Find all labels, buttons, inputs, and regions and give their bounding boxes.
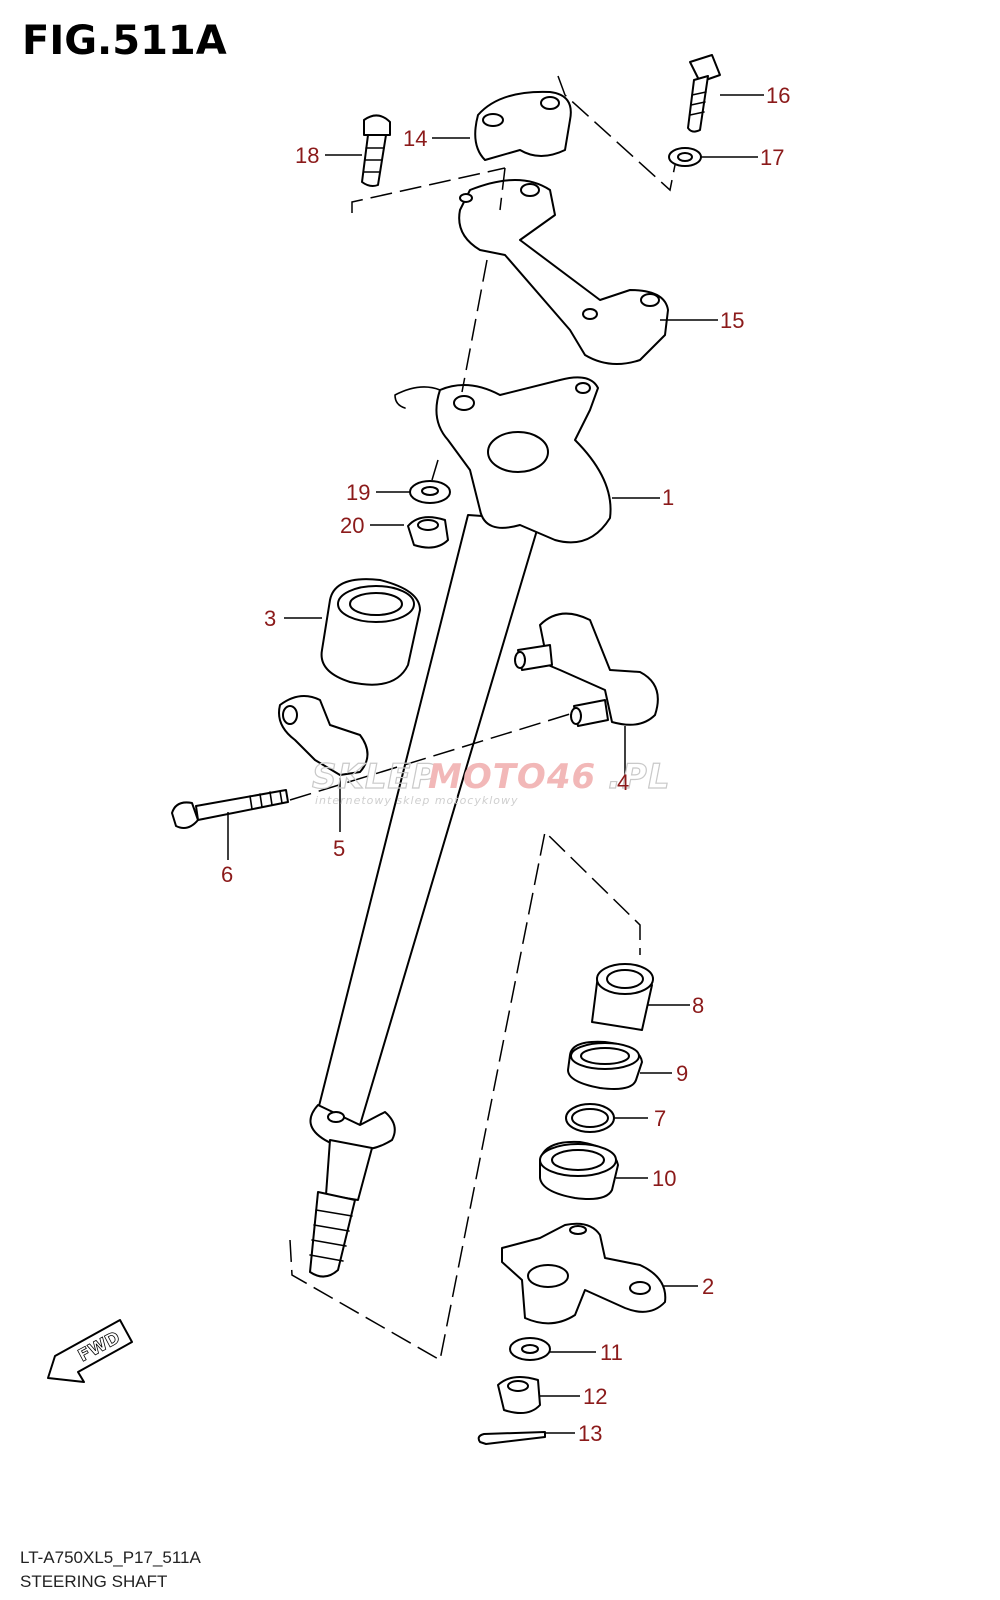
watermark-brand-gray: SKLEP [312,757,438,797]
callout-8: 8 [692,993,704,1018]
part-15-handlebar-holder [458,179,669,365]
figure-title: FIG.511A [22,18,227,64]
part-9-seal [567,1040,643,1090]
part-17-washer [668,147,702,167]
callout-14: 14 [403,126,427,151]
part-1-upper-bracket [394,376,612,544]
callout-12: 12 [583,1384,607,1409]
callout-19: 19 [346,480,370,505]
part-6-bolt [171,789,289,829]
assembly-lines [289,75,676,1362]
callout-1: 1 [662,485,674,510]
part-16-bolt [687,54,721,133]
callout-18: 18 [295,143,319,168]
part-11-washer [509,1337,551,1361]
part-12-nut [497,1375,541,1415]
part-2-lower-arm [501,1222,667,1325]
callout-9: 9 [676,1061,688,1086]
callout-20: 20 [340,513,364,538]
part-14-clamp-cap [474,90,572,161]
callout-11: 11 [600,1340,623,1365]
callout-16: 16 [766,83,790,108]
part-4-holder [514,612,659,727]
callout-4: 4 [617,770,629,795]
leader-lines [227,94,764,1434]
callout-10: 10 [652,1166,676,1191]
callout-2: 2 [702,1274,714,1299]
part-19-washer [409,480,451,504]
part-20-nut [407,516,449,549]
steering-shaft [309,514,541,1278]
section-name: STEERING SHAFT [20,1572,168,1591]
watermark-brand-red: MOTO46 [428,757,596,797]
part-10-bearing [539,1140,619,1200]
part-7-o-ring [565,1103,615,1133]
watermark: SKLEP MOTO46 .PL internetowy sklep motoc… [311,756,671,807]
model-code: LT-A750XL5_P17_511A [20,1548,201,1567]
callout-labels: 1 2 3 4 5 6 7 8 9 10 11 12 13 14 15 16 1… [221,83,790,1446]
callout-3: 3 [264,606,276,631]
callout-6: 6 [221,862,233,887]
callout-13: 13 [578,1421,602,1446]
part-18-bolt [361,114,391,187]
fwd-arrow: FWD [47,1319,133,1383]
callout-17: 17 [760,145,784,170]
callout-5: 5 [333,836,345,861]
part-5-holder [278,695,369,776]
callout-15: 15 [720,308,744,333]
part-3-bushing [320,578,421,686]
watermark-brand-tld: .PL [608,757,671,797]
part-13-cotter-pin [477,1431,546,1445]
callout-7: 7 [654,1106,666,1131]
watermark-tagline: internetowy sklep motocyklowy [315,794,519,807]
part-8-collar [591,963,654,1031]
